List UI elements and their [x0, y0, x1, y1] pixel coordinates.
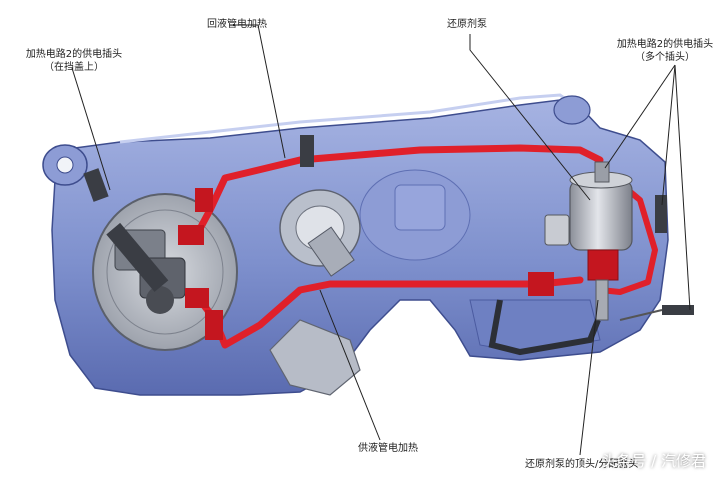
label-heater2-right-line1: 加热电路2的供电插头 — [616, 39, 714, 50]
leader-lines — [71, 24, 691, 456]
label-return-line-heater: 回液管电加热 — [207, 19, 267, 30]
label-heater2-right: 加热电路2的供电插头 （多个插头） — [613, 38, 717, 64]
label-heater2-left: 加热电路2的供电插头 （在挡盖上） — [22, 48, 126, 74]
filler-neck — [279, 189, 361, 277]
return-hose — [488, 299, 601, 356]
label-supply-line-heater: 供液管电加热 — [358, 443, 418, 454]
watermark: 头条号 / 汽修君 — [601, 452, 706, 470]
label-pump-top-bottom: 还原剂泵的顶头/分配器头 — [525, 459, 639, 470]
label-heater2-right-line2: （多个插头） — [635, 52, 695, 63]
connectors — [83, 135, 694, 321]
reductant-pump — [544, 161, 633, 321]
heat-shield — [269, 319, 361, 396]
label-heater2-left-line1: 加热电路2的供电插头 — [25, 49, 123, 60]
label-reductant-pump: 还原剂泵 — [447, 19, 487, 30]
label-heater2-left-line2: （在挡盖上） — [44, 62, 104, 73]
heater-lines — [178, 144, 658, 349]
